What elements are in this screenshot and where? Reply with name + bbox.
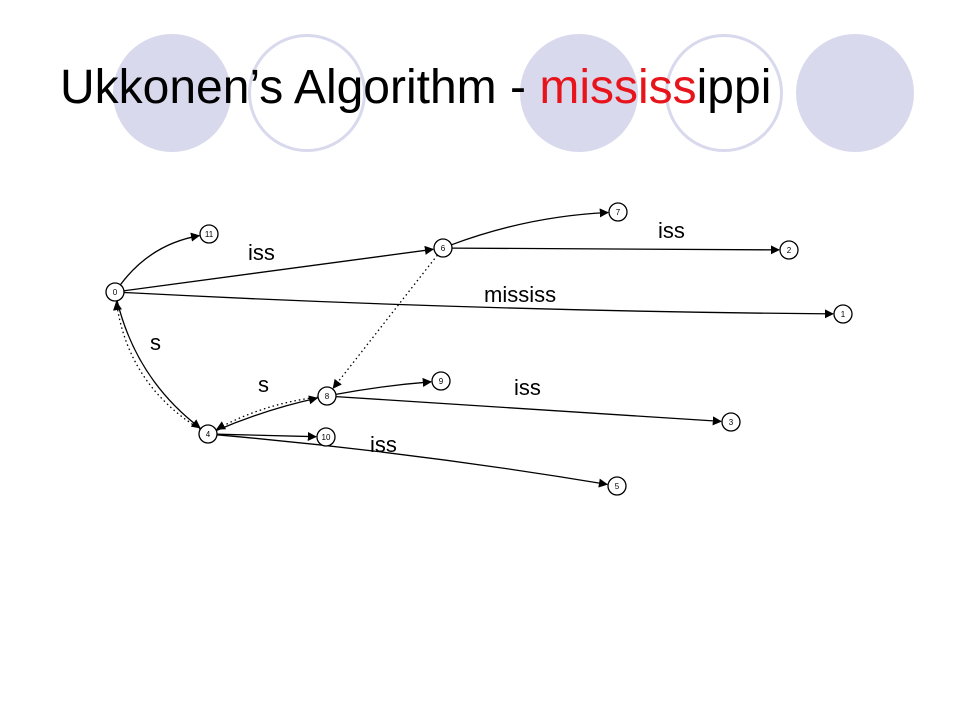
node-circle <box>198 424 218 444</box>
tree-node-7: 7 <box>608 202 628 222</box>
tree-node-4: 4 <box>198 424 218 444</box>
edge-label-4-5: iss <box>370 432 397 457</box>
node-label: 5 <box>615 482 620 491</box>
title-suffix: ippi <box>696 61 772 114</box>
node-label: 8 <box>325 392 330 401</box>
edge-0-1 <box>123 291 834 319</box>
edge-label-6-2: iss <box>658 218 685 243</box>
edge-6-2 <box>451 245 780 255</box>
tree-node-8: 8 <box>317 386 337 406</box>
suffix-link-4-0 <box>113 300 201 430</box>
tree-node-11: 11 <box>199 224 219 244</box>
node-label: 9 <box>439 377 444 386</box>
suffix-link-6-8 <box>332 254 438 389</box>
edge-4-10 <box>216 431 317 442</box>
decorative-circle <box>248 34 366 152</box>
tree-node-2: 2 <box>779 240 799 260</box>
node-label: 2 <box>787 246 792 255</box>
tree-node-3: 3 <box>721 412 741 432</box>
suffix-link-8-4 <box>216 396 319 430</box>
edge-4-5 <box>216 434 608 488</box>
node-circle <box>105 282 125 302</box>
node-circle <box>779 240 799 260</box>
node-circle <box>431 371 451 391</box>
node-label: 0 <box>113 288 118 297</box>
decorative-circle <box>796 34 914 152</box>
edge-4-8 <box>216 395 319 432</box>
edge-0-11 <box>119 232 201 286</box>
node-label: 1 <box>841 310 846 319</box>
tree-node-5: 5 <box>607 476 627 496</box>
edge-0-4 <box>116 300 201 429</box>
node-circle <box>433 238 453 258</box>
edge-label-0-6: iss <box>248 240 275 265</box>
edge-0-6 <box>123 245 435 292</box>
decorative-circle <box>520 34 638 152</box>
node-circle <box>833 304 853 324</box>
edge-label-4-8: s <box>258 372 269 397</box>
edge-8-3 <box>335 395 722 426</box>
tree-node-6: 6 <box>433 238 453 258</box>
node-circle <box>721 412 741 432</box>
edge-label-0-4: s <box>150 330 161 355</box>
node-label: 3 <box>729 418 734 427</box>
slide-title: Ukkonen’s Algorithm - mississippi <box>60 61 772 115</box>
node-label: 11 <box>205 230 214 239</box>
tree-node-0: 0 <box>105 282 125 302</box>
node-label: 4 <box>206 430 211 439</box>
edge-label-8-3: iss <box>514 375 541 400</box>
title-prefix: Ukkonen’s Algorithm - <box>60 61 540 114</box>
edge-6-7 <box>451 208 609 246</box>
tree-node-1: 1 <box>833 304 853 324</box>
edge-8-9 <box>335 377 432 396</box>
decorative-circle <box>113 34 231 152</box>
node-circle <box>316 427 336 447</box>
node-label: 7 <box>616 208 621 217</box>
tree-node-10: 10 <box>316 427 336 447</box>
tree-node-9: 9 <box>431 371 451 391</box>
node-circle <box>199 224 219 244</box>
node-label: 6 <box>441 244 446 253</box>
edge-label-0-1: mississ <box>484 282 556 307</box>
node-circle <box>608 202 628 222</box>
node-circle <box>607 476 627 496</box>
node-label: 10 <box>322 433 331 442</box>
decorative-circle <box>665 34 783 152</box>
title-highlight: mississ <box>539 61 697 114</box>
node-circle <box>317 386 337 406</box>
